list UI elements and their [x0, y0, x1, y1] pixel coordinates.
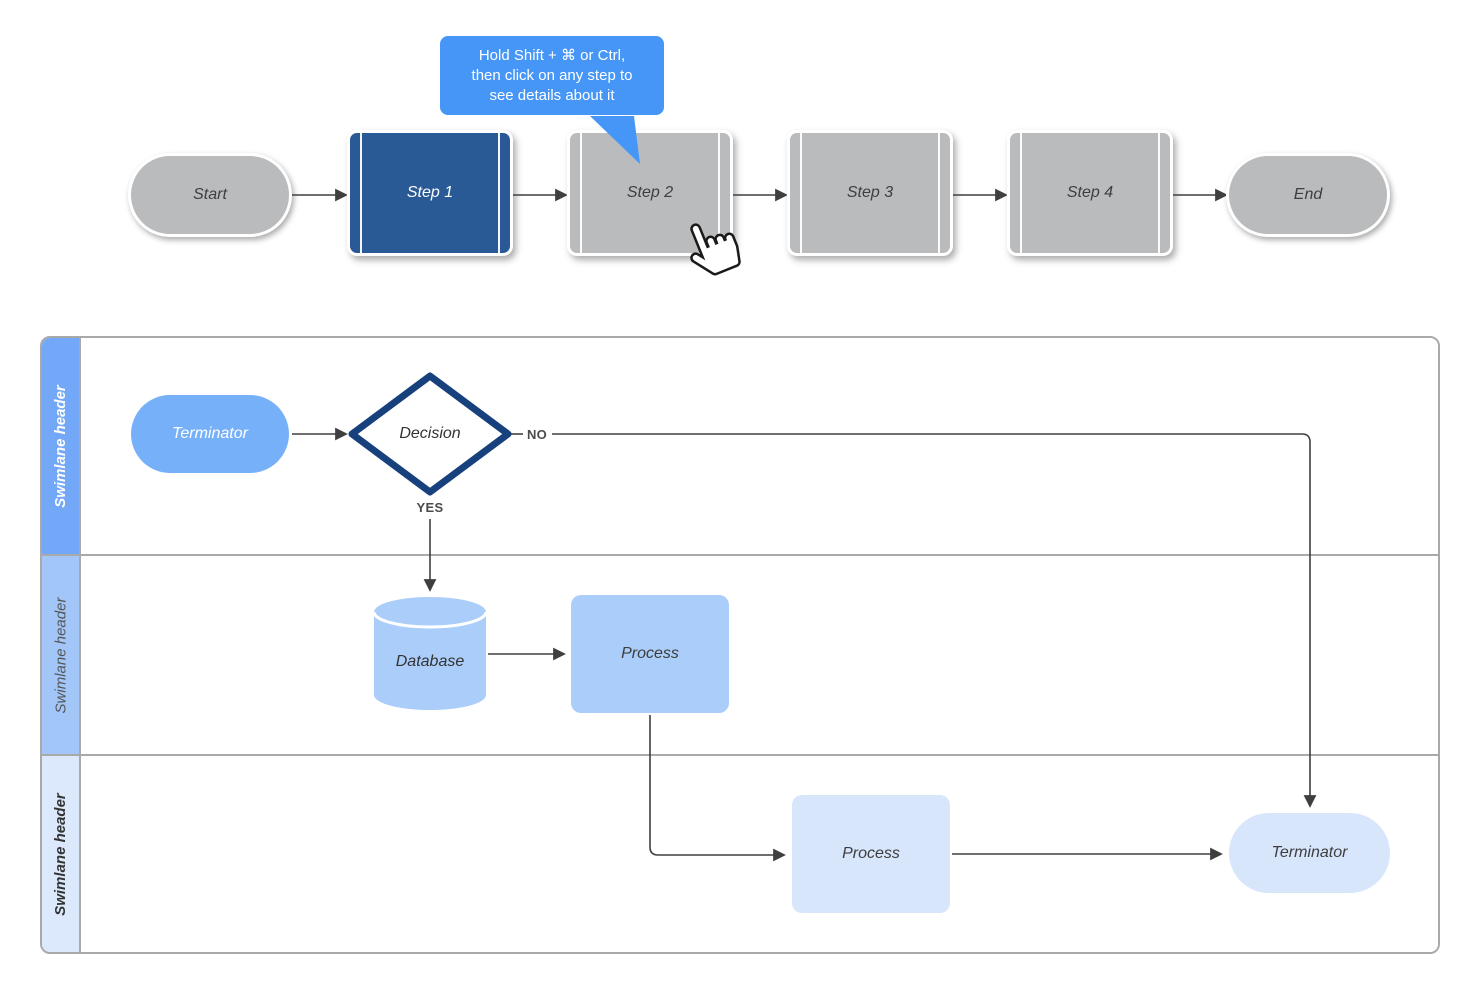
edge-label-no: NO — [526, 427, 548, 442]
predefined-process-stripe — [498, 133, 500, 253]
decision-diamond-shape — [348, 372, 512, 496]
node-terminator-lane1[interactable]: Terminator — [131, 395, 289, 473]
node-end-label: End — [1293, 186, 1323, 203]
swimlane-header-2[interactable]: Swimlane header — [42, 556, 81, 754]
node-process-lane2-label: Process — [621, 645, 679, 662]
predefined-process-stripe — [718, 133, 720, 253]
predefined-process-stripe — [580, 133, 582, 253]
node-step3-label: Step 3 — [846, 184, 894, 201]
node-step1-label: Step 1 — [406, 184, 454, 201]
edge-label-yes: YES — [416, 500, 444, 515]
tooltip-line: Hold Shift + ⌘ or Ctrl, — [478, 47, 626, 64]
swimlane-header-1[interactable]: Swimlane header — [42, 338, 81, 554]
node-process-lane3[interactable]: Process — [792, 795, 950, 913]
tooltip-line: then click on any step to — [471, 67, 633, 84]
node-process-lane3-label: Process — [842, 845, 900, 862]
node-terminator-lane3[interactable]: Terminator — [1229, 813, 1390, 893]
node-end[interactable]: End — [1226, 153, 1390, 237]
pointer-hand-icon — [690, 223, 741, 276]
node-database[interactable]: Database — [372, 595, 488, 713]
node-decision-label: Decision — [399, 425, 461, 442]
tooltip: Hold Shift + ⌘ or Ctrl, then click on an… — [440, 36, 664, 164]
node-start-label: Start — [193, 186, 227, 203]
node-database-label: Database — [395, 653, 465, 670]
database-cylinder-shape — [372, 597, 488, 710]
node-step1[interactable]: Step 1 — [347, 130, 513, 256]
swimlane-2: Swimlane header — [42, 554, 1438, 754]
swimlane-header-2-label: Swimlane header — [52, 597, 69, 713]
predefined-process-stripe — [800, 133, 802, 253]
predefined-process-stripe — [1020, 133, 1022, 253]
predefined-process-stripe — [938, 133, 940, 253]
node-step4-label: Step 4 — [1066, 184, 1114, 201]
node-terminator-lane1-label: Terminator — [172, 425, 248, 442]
swimlane-header-3[interactable]: Swimlane header — [42, 756, 81, 952]
swimlane-header-1-label: Swimlane header — [52, 384, 69, 508]
node-decision[interactable]: Decision — [345, 369, 515, 499]
predefined-process-stripe — [360, 133, 362, 253]
swimlane-2-body — [81, 556, 1438, 754]
swimlane-header-3-label: Swimlane header — [52, 792, 69, 916]
node-step3[interactable]: Step 3 — [787, 130, 953, 256]
node-process-lane2[interactable]: Process — [571, 595, 729, 713]
node-start[interactable]: Start — [128, 153, 292, 237]
node-step2[interactable]: Step 2 — [567, 130, 733, 256]
predefined-process-stripe — [1158, 133, 1160, 253]
node-step2-label: Step 2 — [626, 184, 674, 201]
tooltip-line: see details about it — [489, 87, 615, 104]
node-terminator-lane3-label: Terminator — [1271, 844, 1348, 861]
node-step4[interactable]: Step 4 — [1007, 130, 1173, 256]
